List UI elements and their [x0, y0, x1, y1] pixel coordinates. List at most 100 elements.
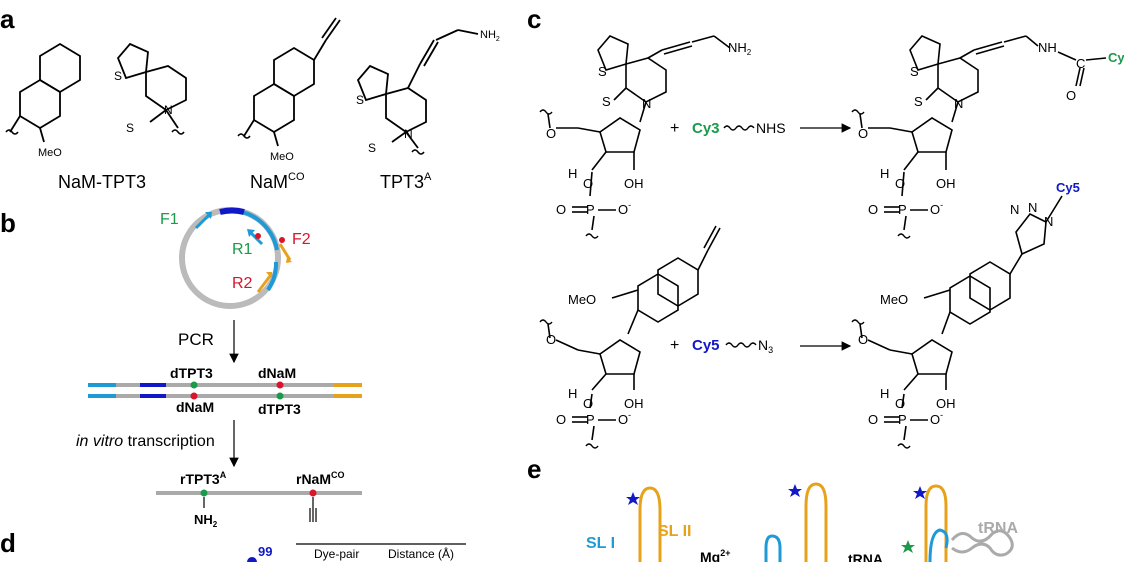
dye-marker — [247, 557, 257, 562]
svg-text:OH: OH — [936, 176, 956, 191]
svg-text:H: H — [568, 166, 577, 181]
primer-f2 — [278, 243, 292, 261]
label-f2: F2 — [292, 231, 311, 248]
svg-text:NH: NH — [1038, 40, 1057, 55]
dnam-top-label: dNaM — [258, 365, 296, 381]
panel-label-a: a — [0, 4, 15, 34]
svg-text:O: O — [583, 396, 593, 411]
svg-text:Cy: Cy — [1108, 50, 1124, 65]
label-r1: R1 — [232, 241, 253, 258]
panel-e: SL I SL II Mg2+ tRNA tRNA — [586, 482, 1018, 562]
alkyne-tick — [309, 508, 317, 522]
svg-text:S: S — [602, 94, 611, 109]
trna-squiggle — [950, 529, 1014, 557]
star-green — [901, 540, 915, 553]
panel-b: F1 R1 F2 R2 PCR dTPT3 dNaM dNaM dTPT3 — [76, 207, 362, 529]
svg-text:O: O — [1066, 88, 1076, 103]
star-blue-1 — [626, 492, 640, 505]
tpt3a-name: TPT3A — [380, 171, 432, 192]
namco-nucleoside — [539, 225, 721, 449]
svg-text:O-: O- — [930, 410, 943, 427]
panel-label-e: e — [527, 454, 541, 484]
label-trna-black: tRNA — [848, 551, 883, 562]
svg-text:O-: O- — [618, 410, 631, 427]
svg-text:P: P — [586, 202, 595, 217]
n-label-a2: N — [404, 127, 413, 141]
svg-text:H: H — [880, 386, 889, 401]
n-label-a1: N — [164, 103, 173, 117]
svg-text:O: O — [556, 202, 566, 217]
svg-text:N: N — [954, 96, 963, 111]
primer-r2 — [256, 275, 272, 293]
svg-text:N: N — [1028, 200, 1037, 215]
panel-a: MeO S N S MeO — [5, 17, 500, 163]
ivt-label: in vitro transcription — [76, 433, 215, 450]
svg-text:OH: OH — [624, 396, 644, 411]
dsdna-top-strand — [88, 381, 362, 389]
svg-text:OH: OH — [936, 396, 956, 411]
cy3-reagent: Cy3 — [692, 120, 720, 137]
svg-text:N: N — [1044, 214, 1053, 229]
stem-loop-2-a — [638, 486, 662, 562]
plasmid-insert-blue — [219, 207, 245, 215]
plus-bottom: + — [670, 337, 679, 354]
svg-text:O: O — [895, 176, 905, 191]
label-sl2: SL II — [658, 523, 692, 540]
cy3-product — [851, 35, 1107, 239]
col-dye-pair: Dye-pair — [314, 547, 359, 561]
panel-label-b: b — [0, 208, 16, 238]
stem-loop-1-b — [764, 534, 782, 562]
svg-text:N: N — [1010, 202, 1019, 217]
cy5-reagent: Cy5 — [692, 337, 720, 354]
cy5-product — [851, 195, 1063, 449]
dsdna-bottom-strand — [88, 392, 362, 400]
svg-text:N: N — [642, 96, 651, 111]
panel-c-labels-top-right: S N S NH C O Cy O H OH O O P O- — [858, 40, 1124, 217]
stem-loop-2-c — [924, 484, 948, 562]
stem-loop-2-b — [804, 482, 828, 562]
nam-tpt3-name: NaM-TPT3 — [58, 172, 146, 192]
rtpt3a-label: rTPT3A — [180, 470, 227, 487]
svg-text:O-: O- — [618, 200, 631, 217]
panel-c-labels-bottom-right: N N N Cy5 MeO O H OH O O P O- — [858, 180, 1080, 427]
svg-text:O: O — [895, 396, 905, 411]
svg-text:NH2: NH2 — [728, 40, 752, 57]
panel-c-labels-top-left: S N S NH2 O H OH O O P O- — [546, 40, 752, 217]
s-label-a3: S — [356, 93, 364, 107]
star-blue-3 — [913, 486, 927, 499]
dtpt3-bottom-label: dTPT3 — [258, 401, 301, 417]
stem-loop-1-c — [928, 528, 949, 562]
label-trna-gray: tRNA — [978, 520, 1018, 537]
nam-structure — [5, 42, 81, 143]
panel-c — [539, 35, 731, 239]
svg-text:C: C — [1076, 56, 1085, 71]
svg-text:O: O — [868, 202, 878, 217]
dtpt3-top-label: dTPT3 — [170, 365, 213, 381]
pcr-label: PCR — [178, 330, 214, 349]
label-r2: R2 — [232, 275, 253, 292]
panel-label-c: c — [527, 4, 541, 34]
star-blue-2 — [788, 484, 802, 497]
label-sl1: SL I — [586, 535, 615, 552]
svg-text:H: H — [880, 166, 889, 181]
svg-text:O: O — [858, 126, 868, 141]
label-mg: Mg2+ — [700, 548, 730, 562]
tpt3-structure — [116, 42, 187, 135]
svg-text:OH: OH — [624, 176, 644, 191]
svg-text:MeO: MeO — [568, 292, 596, 307]
rna-nh2-label: NH2 — [194, 512, 218, 529]
namco-name: NaMCO — [250, 171, 305, 192]
panel-label-d: d — [0, 528, 16, 558]
svg-text:O: O — [546, 332, 556, 347]
col-distance: Distance (Å) — [388, 546, 454, 561]
tpt3a-structure — [356, 29, 479, 155]
svg-text:O-: O- — [930, 200, 943, 217]
s-label-a4: S — [368, 141, 376, 155]
svg-text:Cy5: Cy5 — [1056, 180, 1080, 195]
svg-text:O: O — [858, 332, 868, 347]
nhs-label: NHS — [756, 120, 786, 136]
meo-label-a2: MeO — [270, 151, 294, 163]
svg-text:H: H — [568, 386, 577, 401]
dnam-bottom-label: dNaM — [176, 399, 214, 415]
